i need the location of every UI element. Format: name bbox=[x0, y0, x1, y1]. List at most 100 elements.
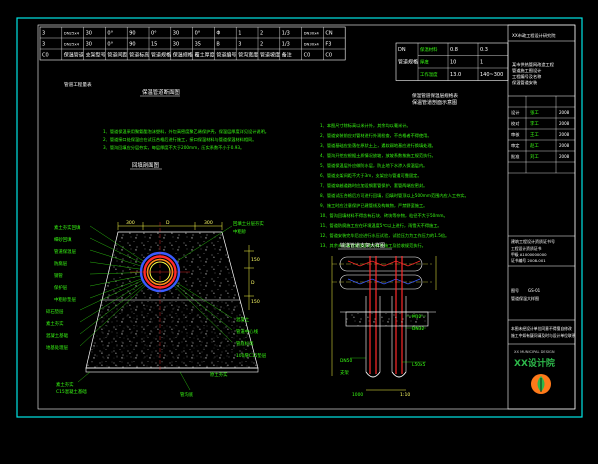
right-note: 8、管道试压合格后方可进行回填，回填时管顶以上500mm范围内应人工夯实。 bbox=[320, 192, 469, 199]
spec-table-cell: 工作温度 bbox=[420, 71, 438, 78]
sig-name: 赵工 bbox=[530, 142, 539, 149]
callout-label: 100厚C15垫层 bbox=[236, 352, 267, 359]
spec-table-cell: 140~300 bbox=[480, 72, 503, 78]
sig-date: 2008 bbox=[559, 110, 570, 115]
sig-name: 王工 bbox=[530, 132, 539, 138]
pipe-cross-section[interactable]: 300 D 300 150 D 150 bbox=[46, 220, 267, 398]
left-note: 3、管沟回填应分层夯实，每层厚度不大于200mm，压实系数不小于0.93。 bbox=[103, 144, 244, 151]
callout-label: 管底标高 bbox=[236, 340, 254, 347]
header-table-cell: 3 bbox=[238, 42, 241, 48]
header-table-cell: 30 bbox=[86, 42, 92, 48]
sig-name: 张工 bbox=[530, 109, 539, 116]
spec-table-cell: 厚度 bbox=[420, 59, 429, 66]
header-table-cell: 管道标高 bbox=[129, 52, 149, 59]
header-table-cell: 3 bbox=[42, 42, 45, 48]
company-logo: XX MUNICIPAL DESIGN XX设计院 bbox=[514, 350, 555, 394]
right-notes: 1、本图尺寸除标高以米计外，其余均以毫米计。 2、管道安装前应对管材进行外观检查… bbox=[320, 122, 469, 249]
header-table-cell: 保温规格 bbox=[173, 52, 193, 59]
spec-table-caption: 保温管道保温层规格表 bbox=[412, 92, 458, 99]
right-note: 7、管道穿越道路时应加设钢套管保护，套管两端应密封。 bbox=[320, 182, 427, 189]
left-section-subtitle: 回填剖面图 bbox=[132, 161, 159, 169]
callout-label: 防腐层 bbox=[54, 260, 68, 267]
support-hook bbox=[391, 371, 407, 378]
left-note: 1、管道保温采用聚氨酯泡沫塑料，外包高密度聚乙烯保护壳，保温层厚度详见设计说明。 bbox=[103, 128, 269, 135]
spec-table-cell: 0.3 bbox=[480, 47, 488, 53]
right-note: 12、管道安装完毕后应进行水压试验，试验压力为工作压力的1.5倍。 bbox=[320, 232, 449, 239]
header-table-cell: C0 bbox=[42, 53, 49, 59]
signature-rows bbox=[508, 96, 575, 174]
callout-label: C15混凝土基础 bbox=[56, 388, 87, 395]
header-table-cell: 3 bbox=[42, 31, 45, 37]
dim-label: D bbox=[166, 220, 170, 226]
header-table-cell: DN30x4 bbox=[304, 31, 320, 36]
dim-label: 150 bbox=[251, 299, 260, 305]
detail-label: 支架 bbox=[340, 369, 349, 376]
title-drawing-name: 管道保温大样图 bbox=[511, 295, 539, 301]
detail-scale: 1:10 bbox=[400, 392, 410, 398]
header-table-cell: 1/3 bbox=[282, 31, 290, 37]
header-table-cell: 35 bbox=[195, 42, 201, 48]
header-table-cell: 30 bbox=[173, 31, 179, 37]
spec-table-cell: DN bbox=[398, 47, 406, 53]
sig-date: 2008 bbox=[559, 154, 570, 159]
header-table-cell: DN30x4 bbox=[304, 42, 320, 47]
right-note: 3、管道基础应坐落在原状土上，遇软弱地基应进行换填处理。 bbox=[320, 142, 436, 149]
callout-label: 原土夯实 bbox=[210, 371, 228, 378]
sig-label: 设计 bbox=[511, 109, 519, 116]
sig-name: 刘工 bbox=[530, 153, 539, 160]
left-callouts: 素土夯实回填 细砂回填 管道保温层 防腐层 钢管 保护层 中粗砂垫层 碎石垫层 … bbox=[46, 224, 81, 351]
sig-date: 2008 bbox=[559, 132, 570, 137]
right-section-title: 保温管道剖面示意图 bbox=[412, 99, 457, 106]
title-cert-line: 工程设计资质证书 bbox=[511, 246, 542, 251]
support-detail[interactable]: 输送管道支架大样图 DN50 支架 M12 DN32 L50x5 100 bbox=[331, 242, 437, 398]
detail-label: L50x5 bbox=[412, 362, 426, 368]
header-table-cell: Φ bbox=[216, 31, 220, 37]
spec-table-cell: 13.0 bbox=[450, 72, 461, 78]
spec-table-cell: 管道规格 bbox=[398, 59, 418, 66]
title-block[interactable]: XX市政工程设计研究院 某市供热管网改造工程 管道施工图设计 工程编号及名称 保… bbox=[507, 24, 576, 410]
right-note: 1、本图尺寸除标高以米计外，其余均以毫米计。 bbox=[320, 122, 411, 129]
trench-lower-fill bbox=[86, 300, 258, 368]
spec-table-cell: 保温材料 bbox=[420, 46, 438, 53]
right-note: 2、管道安装前应对管材进行外观检查，不合格者不得使用。 bbox=[320, 132, 432, 139]
dim-label: 300 bbox=[204, 220, 213, 226]
title-footer-line: 施工中如有疑问请及时与设计单位联系 bbox=[511, 333, 576, 338]
header-table-cell: F3 bbox=[325, 42, 331, 48]
right-callouts: 回填土分层夯实 中粗砂 混凝土 管道中心线 管底标高 100厚C15垫层 原土夯… bbox=[210, 220, 267, 378]
right-note: 4、管沟开挖应根据土质情况放坡，放坡系数按施工规范执行。 bbox=[320, 152, 436, 159]
sig-date: 2008 bbox=[559, 143, 570, 148]
left-notes: 1、管道保温采用聚氨酯泡沫塑料，外包高密度聚乙烯保护壳，保温层厚度详见设计说明。… bbox=[103, 128, 269, 151]
detail-label: 1000 bbox=[352, 392, 363, 398]
right-note: 6、管道支架间距不大于3m，支架应与管道可靠固定。 bbox=[320, 172, 422, 179]
right-note: 10、管沟回填材料不得含有石块、砖块等杂物，粒径不大于50mm。 bbox=[320, 212, 448, 219]
header-table-cell: C0 bbox=[304, 53, 311, 59]
title-project-line: 某市供热管网改造工程 bbox=[512, 61, 555, 68]
header-table-cell: 90 bbox=[129, 42, 135, 48]
title-company: XX市政工程设计研究院 bbox=[512, 32, 556, 39]
header-table-cell: 90 bbox=[129, 31, 135, 37]
header-table-cell: 15 bbox=[151, 42, 157, 48]
signature-entries: 设计 张工 2008 校对 李工 2008 审核 王工 2008 审定 赵工 2… bbox=[511, 109, 570, 160]
header-table-cell: 2 bbox=[260, 31, 263, 37]
callout-label: 地基处理层 bbox=[46, 344, 69, 351]
bottom-callouts: 素土夯实 C15混凝土基础 管沟底 bbox=[56, 371, 194, 398]
outer-frame bbox=[16, 17, 583, 418]
header-table-cell: 0° bbox=[195, 31, 201, 37]
right-note: 5、管道保温层外应做防水层，防止地下水渗入保温层内。 bbox=[320, 162, 427, 169]
detail-label: DN50 bbox=[340, 358, 352, 364]
sig-label: 审核 bbox=[511, 131, 520, 138]
detail-label: M12 bbox=[412, 314, 422, 320]
header-table-cell: 管道编号 bbox=[216, 52, 236, 59]
detail-title: 输送管道支架大样图 bbox=[340, 242, 385, 249]
sig-label: 审定 bbox=[511, 142, 519, 149]
detail-insulation-wave bbox=[347, 260, 421, 267]
dim-label: 300 bbox=[126, 220, 135, 226]
header-table-cell: 支架型号 bbox=[86, 52, 106, 59]
header-table-cell: 0° bbox=[151, 31, 157, 37]
title-project-line: 保温管道安装 bbox=[512, 79, 538, 86]
sig-label: 校对 bbox=[511, 120, 519, 127]
logo-caption: XX MUNICIPAL DESIGN bbox=[514, 350, 555, 354]
